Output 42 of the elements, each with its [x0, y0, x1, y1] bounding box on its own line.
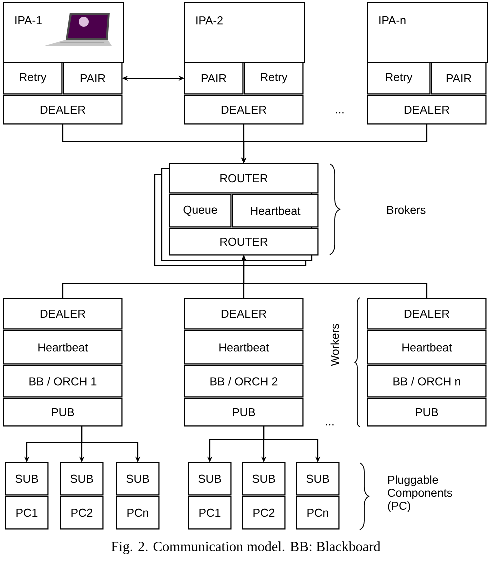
socket-cell: PUB [3, 398, 123, 427]
socket-cell: DEALER [184, 95, 304, 125]
socket-cell: DEALER [367, 95, 487, 125]
socket-cell: PAIR [184, 62, 244, 95]
socket-cell: PUB [184, 398, 304, 427]
socket-cell: DEALER [184, 298, 304, 330]
group-label: Workers [330, 324, 340, 366]
socket-cell: PC2 [242, 496, 286, 530]
socket-cell: SUB [60, 462, 104, 496]
socket-cell: DEALER [3, 95, 123, 125]
socket-cell: Heartbeat [184, 330, 304, 365]
socket-cell: DEALER [367, 298, 487, 330]
socket-cell: ROUTER [169, 228, 319, 256]
socket-cell: Retry [3, 62, 63, 95]
socket-cell: SUB [5, 462, 49, 496]
socket-cell: DEALER [3, 298, 123, 330]
socket-cell: Queue [169, 194, 232, 228]
socket-cell: BB / ORCH 2 [184, 365, 304, 398]
ellipsis: ... [326, 424, 334, 426]
socket-cell: PAIR [431, 62, 487, 95]
socket-cell: Heartbeat [3, 330, 123, 365]
socket-cell: PC2 [60, 496, 104, 530]
socket-cell: Heartbeat [367, 330, 487, 365]
group-label: Brokers [388, 206, 426, 214]
socket-cell: PUB [367, 398, 487, 427]
socket-cell: BB / ORCH 1 [3, 365, 123, 398]
socket-cell: PC1 [188, 496, 232, 530]
socket-cell: BB / ORCH n [367, 365, 487, 398]
socket-cell: Retry [367, 62, 431, 95]
socket-cell: PCn [296, 496, 340, 530]
socket-cell: PC1 [5, 496, 49, 530]
socket-cell: PAIR [63, 62, 123, 95]
group-label: Pluggable Components (PC) [388, 476, 452, 512]
socket-cell: SUB [296, 462, 340, 496]
ellipsis: ... [336, 112, 344, 114]
socket-cell: Retry [244, 62, 304, 95]
socket-cell: SUB [242, 462, 286, 496]
socket-cell: SUB [116, 462, 160, 496]
socket-cell: SUB [188, 462, 232, 496]
caption: Fig. 2. Communication model. BB: Blackboard [112, 542, 381, 554]
socket-cell: Heartbeat [232, 194, 319, 228]
socket-cell: PCn [116, 496, 160, 530]
